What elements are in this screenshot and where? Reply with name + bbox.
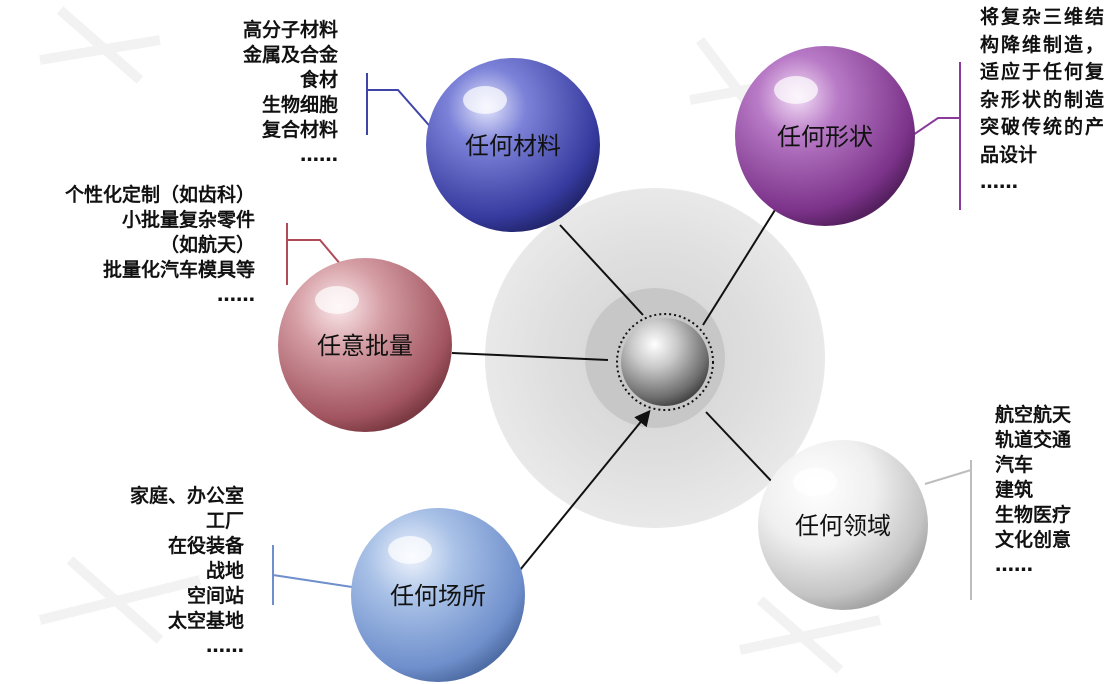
leader-place (272, 545, 353, 605)
watermark (38, 6, 882, 674)
list-material-item: 复合材料 (261, 119, 338, 141)
list-place-item: 家庭、办公室 (129, 485, 244, 507)
label-material: 任何材料 (465, 132, 561, 160)
list-place-item: 空间站 (186, 585, 244, 607)
leader-material (366, 73, 443, 141)
list-material-item: 金属及合金 (242, 44, 338, 66)
node-place: 任何场所 (351, 508, 525, 682)
connector-shape (702, 209, 776, 326)
highlight-batch (315, 286, 359, 314)
list-field: 航空航天 轨道交通 汽车 建筑 生物医疗 文化创意 …… (995, 403, 1071, 578)
leader-field (924, 460, 972, 600)
list-batch: 个性化定制（如齿科） 小批量复杂零件 （如航天） 批量化汽车模具等 …… (65, 183, 255, 308)
list-place-item: 在役装备 (167, 535, 244, 557)
list-place: 家庭、办公室 工厂 在役装备 战地 空间站 太空基地 …… (130, 484, 244, 659)
list-material-item: 高分子材料 (242, 19, 338, 41)
highlight-field (793, 468, 837, 496)
connector-batch (451, 352, 609, 361)
list-place-item: 战地 (205, 560, 244, 582)
highlight-material (463, 86, 507, 114)
list-material-item: …… (300, 144, 338, 166)
list-field-item: 航空航天 (995, 404, 1072, 426)
label-batch: 任意批量 (317, 332, 413, 360)
node-field: 任何领域 (758, 440, 928, 610)
center-ring (616, 313, 714, 411)
connectors (451, 209, 776, 571)
list-field-item: 生物医疗 (995, 504, 1072, 526)
connector-field (705, 411, 776, 486)
list-field-item: 汽车 (995, 454, 1034, 476)
node-shape: 任何形状 (735, 46, 915, 226)
connector-place (519, 409, 651, 571)
node-material: 任何材料 (426, 58, 600, 232)
label-place: 任何场所 (390, 582, 486, 610)
list-field-item: 文化创意 (995, 529, 1072, 551)
connector-material (559, 224, 644, 316)
shape-description-text: 将复杂三维结构降维制造，适应于任何复杂形状的制造突破传统的产品设计 (980, 6, 1104, 166)
list-batch-item: 个性化定制（如齿科） (64, 184, 255, 206)
list-place-item: 工厂 (205, 510, 244, 532)
list-field-item: …… (995, 554, 1033, 576)
label-field: 任何领域 (795, 512, 891, 540)
list-batch-item: …… (217, 284, 255, 306)
list-place-item: …… (206, 635, 244, 657)
list-field-item: 轨道交通 (995, 429, 1072, 451)
list-material-item: 生物细胞 (261, 94, 338, 116)
shape-description: 将复杂三维结构降维制造，适应于任何复杂形状的制造突破传统的产品设计 …… (980, 4, 1104, 197)
shape-description-ellipsis: …… (980, 171, 1018, 193)
list-field-item: 建筑 (995, 479, 1034, 501)
list-place-item: 太空基地 (167, 610, 244, 632)
list-material: 高分子材料 金属及合金 食材 生物细胞 复合材料 …… (243, 18, 338, 168)
list-batch-item: 小批量复杂零件 (121, 209, 255, 231)
center-sphere (621, 318, 709, 406)
node-batch: 任意批量 (278, 258, 452, 432)
list-batch-item: （如航天） (159, 234, 255, 256)
label-shape: 任何形状 (777, 123, 873, 151)
list-batch-item: 批量化汽车模具等 (102, 259, 255, 281)
highlight-shape (774, 76, 818, 104)
list-material-item: 食材 (299, 69, 338, 91)
highlight-place (388, 536, 432, 564)
